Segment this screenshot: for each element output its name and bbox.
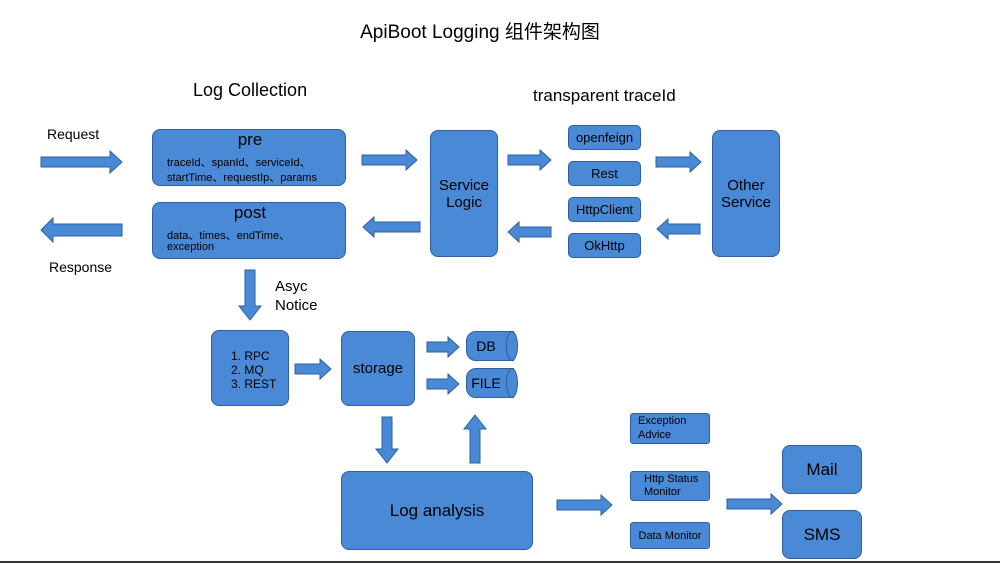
notice-method-rpc: 1. RPC xyxy=(231,349,270,363)
file-cylinder: FILE xyxy=(466,368,518,398)
storage-to-file-arrow xyxy=(426,372,460,396)
analysis-to-monitors-arrow xyxy=(556,493,613,517)
notice-label: Notice xyxy=(275,297,318,314)
request-arrow xyxy=(40,149,123,175)
bottom-border-line xyxy=(0,561,1000,563)
monitors-to-notify-arrow xyxy=(726,492,783,516)
mail-box: Mail xyxy=(782,445,862,494)
other-service-line2: Service xyxy=(720,193,772,211)
pre-title: pre xyxy=(237,130,263,149)
client-openfeign: openfeign xyxy=(568,125,641,150)
notice-method-mq: 2. MQ xyxy=(231,363,264,377)
other-service-line1: Other xyxy=(727,176,765,194)
notice-methods-box: 1. RPC 2. MQ 3. REST xyxy=(211,330,289,406)
exception-advice-line1: Exception xyxy=(638,415,687,427)
post-fields-line2: exception xyxy=(167,241,215,253)
pre-box: pre traceId、spanId、serviceId、 startTime、… xyxy=(152,129,346,186)
notice-to-storage-arrow xyxy=(294,357,332,381)
post-box: post data、times、endTime、 exception xyxy=(152,202,346,259)
log-analysis-box: Log analysis xyxy=(341,471,533,550)
service-to-clients-arrow xyxy=(507,148,552,172)
client-httpclient: HttpClient xyxy=(568,197,641,222)
post-fields-line1: data、times、endTime、 xyxy=(167,230,291,242)
service-logic-line1: Service xyxy=(438,176,490,194)
sms-box: SMS xyxy=(782,510,862,559)
http-status-line1: Http Status xyxy=(644,473,699,485)
pre-to-service-arrow xyxy=(361,148,418,172)
db-cylinder-cap xyxy=(506,331,518,361)
exception-advice-box: Exception Advice xyxy=(630,413,710,444)
storage-to-db-arrow xyxy=(426,335,460,359)
http-status-monitor-box: Http Status Monitor xyxy=(630,471,710,501)
pre-fields-line2: startTime、requestIp、params xyxy=(167,172,317,184)
service-logic-line2: Logic xyxy=(446,193,482,211)
file-label: FILE xyxy=(471,375,501,391)
storage-to-analysis-arrow xyxy=(374,416,400,464)
service-to-post-arrow xyxy=(362,215,421,239)
transparent-traceid-label: transparent traceId xyxy=(533,86,676,105)
log-collection-label: Log Collection xyxy=(193,80,308,100)
analysis-to-file-arrow xyxy=(462,414,488,464)
data-monitor-box: Data Monitor xyxy=(630,522,710,549)
asyc-label: Asyc xyxy=(275,278,308,295)
notice-method-rest: 3. REST xyxy=(231,377,277,391)
service-logic-box: Service Logic xyxy=(430,130,498,257)
http-status-line2: Monitor xyxy=(644,486,681,498)
pre-fields-line1: traceId、spanId、serviceId、 xyxy=(167,157,311,169)
exception-advice-line2: Advice xyxy=(638,429,672,441)
client-rest: Rest xyxy=(568,161,641,186)
diagram-title: ApiBoot Logging 组件架构图 xyxy=(360,22,600,43)
storage-box: storage xyxy=(341,331,415,406)
client-okhttp: OkHttp xyxy=(568,233,641,258)
other-to-clients-arrow xyxy=(656,217,701,241)
db-cylinder: DB xyxy=(466,331,518,361)
request-label: Request xyxy=(47,126,100,142)
post-to-notice-arrow xyxy=(237,269,263,321)
post-title: post xyxy=(233,203,267,222)
clients-to-other-arrow xyxy=(655,150,702,174)
response-arrow xyxy=(40,216,123,244)
clients-to-service-arrow xyxy=(507,220,552,244)
file-cylinder-body xyxy=(466,368,514,398)
response-label: Response xyxy=(49,259,113,275)
file-cylinder-cap xyxy=(506,368,518,398)
other-service-box: Other Service xyxy=(712,130,780,257)
db-label: DB xyxy=(476,338,496,354)
